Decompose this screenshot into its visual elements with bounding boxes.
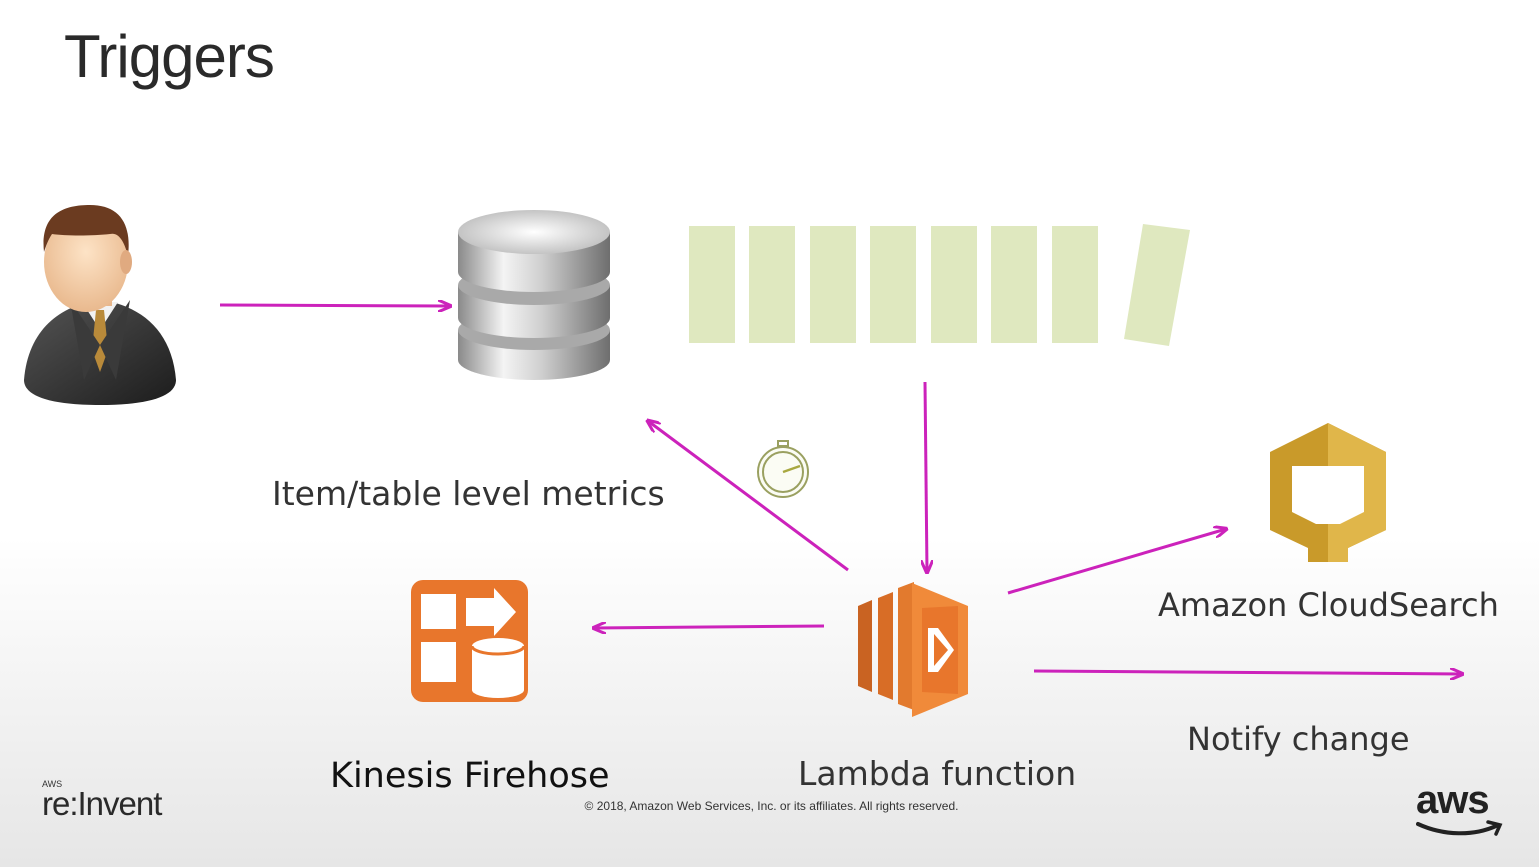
arrow-lambda-to-metrics [648,421,849,572]
database-icon [458,210,610,380]
arrows [219,305,1462,674]
cloudsearch-label: Amazon CloudSearch [1158,586,1499,624]
arrow-stream-to-lambda [925,381,927,572]
copyright-notice: © 2018, Amazon Web Services, Inc. or its… [0,799,1539,813]
aws-logo: aws [1416,780,1506,840]
firehose-icon [411,580,528,702]
slide-title: Triggers [64,23,275,90]
lambda-icon [858,582,968,717]
copyright-text: © 2018, Amazon Web Services, Inc. or its… [584,799,959,813]
arrow-lambda-to-firehose [594,626,825,628]
stopwatch-icon [757,440,809,498]
firehose-label: Kinesis Firehose [330,756,610,796]
metrics-label: Item/table level metrics [272,474,665,513]
aws-logo-text: aws [1416,778,1490,822]
arrow-lambda-to-cloudsearch [1007,529,1226,595]
reinvent-aws-text: AWS [42,779,63,789]
user-icon [24,205,176,405]
lambda-label: Lambda function [798,754,1077,793]
arrow-lambda-to-notify [1033,671,1462,674]
notify-label: Notify change [1187,720,1410,758]
cloudsearch-icon [1270,423,1386,562]
aws-smile-icon [1416,820,1503,836]
arrow-user-to-database [219,305,450,306]
reinvent-text: re:Invent [42,785,162,822]
reinvent-logo: AWS re:Invent [42,779,162,822]
stream-records-icon [689,224,1190,346]
